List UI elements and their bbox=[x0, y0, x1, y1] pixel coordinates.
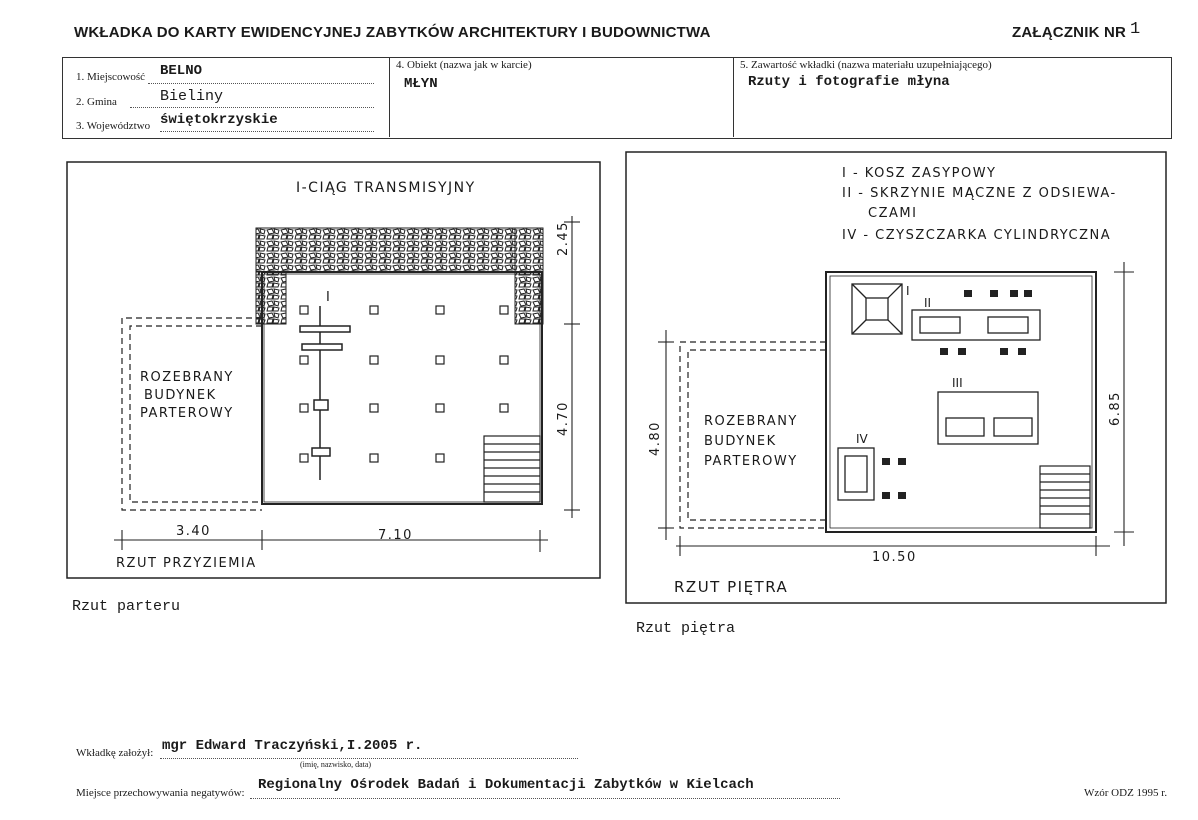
storage-value: Regionalny Ośrodek Badań i Dokumentacji … bbox=[258, 777, 754, 793]
voivodeship-label: 3. Województwo bbox=[76, 120, 151, 132]
ground-caption: Rzut parteru bbox=[72, 598, 181, 615]
upper-dim-bottom: 10.50 bbox=[872, 550, 917, 565]
ground-heading: I-CIĄG TRANSMISYJNY bbox=[296, 180, 476, 196]
flour-chests bbox=[911, 309, 1041, 341]
transmission-shaft bbox=[299, 306, 351, 480]
locality-value: BELNO bbox=[160, 63, 203, 79]
upper-legend-4: IV - CZYSZCZARKA CYLINDRYCZNA bbox=[842, 228, 1112, 243]
ground-main-room bbox=[261, 271, 543, 505]
machine-iii bbox=[937, 391, 1039, 445]
dotted-line bbox=[250, 797, 840, 799]
author-hint: (imię, nazwisko, data) bbox=[300, 760, 372, 769]
ground-posts bbox=[299, 305, 509, 463]
ground-stairs bbox=[483, 435, 541, 503]
storage-label: Miejsce przechowywania negatywów: bbox=[76, 787, 245, 799]
upper-plan-title: RZUT PIĘTRA bbox=[674, 578, 789, 596]
voivodeship-value: świętokrzyskie bbox=[160, 112, 278, 128]
form-id: Wzór ODZ 1995 r. bbox=[1084, 787, 1168, 799]
object-label: 4. Obiekt (nazwa jak w karcie) bbox=[396, 59, 532, 71]
upper-stairs bbox=[1039, 465, 1091, 529]
ground-annex-label-1: ROZEBRANY bbox=[140, 370, 234, 385]
dotted-line bbox=[160, 757, 578, 759]
upper-marker-i: I bbox=[906, 284, 910, 298]
upper-annex-label-2: BUDYNEK bbox=[704, 434, 777, 449]
upper-legend-2: II - SKRZYNIE MĄCZNE Z ODSIEWA- bbox=[842, 186, 1117, 201]
upper-plan-frame bbox=[625, 151, 1167, 604]
attachment-number: 1 bbox=[1130, 20, 1141, 39]
ground-dim-main: 7.10 bbox=[378, 528, 413, 543]
upper-annex-label-1: ROZEBRANY bbox=[704, 414, 798, 429]
attachment-label: ZAŁĄCZNIK NR bbox=[1012, 24, 1127, 41]
upper-marker-iv: IV bbox=[856, 432, 868, 446]
ground-dimensions bbox=[114, 216, 580, 552]
upper-marker-ii: II bbox=[924, 296, 932, 310]
ground-marker-i: I bbox=[326, 290, 330, 305]
ground-dim-left: 3.40 bbox=[176, 524, 211, 539]
upper-legend-3: CZAMI bbox=[868, 206, 918, 221]
object-value: MŁYN bbox=[404, 76, 438, 92]
upper-main-room bbox=[825, 271, 1097, 533]
author-label: Wkładkę założył: bbox=[76, 747, 154, 759]
dotted-line bbox=[130, 106, 374, 108]
author-value: mgr Edward Traczyński,I.2005 r. bbox=[162, 738, 423, 754]
locality-label: 1. Miejscowość bbox=[76, 71, 146, 83]
upper-marker-iii: III bbox=[952, 376, 963, 390]
hopper bbox=[851, 283, 903, 335]
ground-annex-label-2: BUDYNEK bbox=[144, 388, 217, 403]
stone-wall-right bbox=[514, 227, 544, 325]
upper-annex-label-3: PARTEROWY bbox=[704, 454, 798, 469]
upper-posts bbox=[882, 290, 1032, 499]
ground-dim-side: 4.70 bbox=[556, 401, 571, 436]
ground-plan-title: RZUT PRZYZIEMIA bbox=[116, 556, 257, 571]
upper-dimensions bbox=[658, 262, 1134, 556]
contents-label: 5. Zawartość wkładki (nazwa materiału uz… bbox=[740, 59, 992, 71]
ground-annex-label-3: PARTEROWY bbox=[140, 406, 234, 421]
ground-dim-top: 2.45 bbox=[556, 221, 571, 256]
upper-legend-1: I - KOSZ ZASYPOWY bbox=[842, 166, 997, 181]
stone-wall-top bbox=[255, 227, 544, 273]
header-fields-box bbox=[62, 57, 1172, 139]
upper-dim-left: 4.80 bbox=[648, 421, 663, 456]
form-title: WKŁADKA DO KARTY EWIDENCYJNEJ ZABYTKÓW A… bbox=[74, 24, 711, 41]
commune-label: 2. Gmina bbox=[76, 96, 117, 108]
divider bbox=[389, 57, 390, 137]
upper-caption: Rzut piętra bbox=[636, 620, 736, 637]
cylinder-cleaner bbox=[837, 447, 875, 501]
dotted-line bbox=[148, 82, 374, 84]
contents-value: Rzuty i fotografie młyna bbox=[748, 74, 950, 90]
upper-dim-right: 6.85 bbox=[1108, 391, 1123, 426]
dotted-line bbox=[160, 130, 374, 132]
ground-plan-frame bbox=[66, 161, 601, 579]
divider bbox=[733, 57, 734, 137]
ground-annex-dashed bbox=[121, 317, 262, 511]
commune-value: Bieliny bbox=[160, 88, 224, 105]
upper-annex-dashed bbox=[679, 341, 826, 529]
